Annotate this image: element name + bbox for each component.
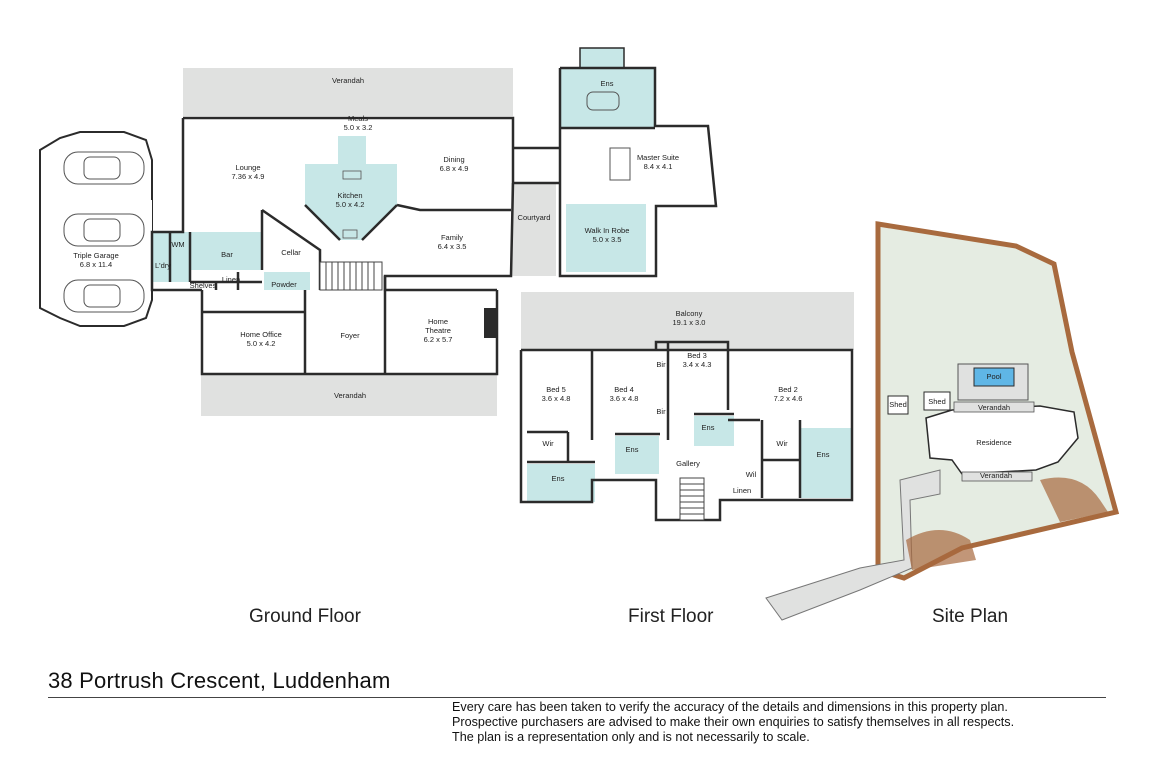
kitchen-appliance-icons [342, 170, 362, 239]
room-label-ens-master: Ens [601, 79, 614, 88]
room-label-shed1: Shed [889, 400, 907, 409]
room-label-verandah-top: Verandah [332, 76, 364, 85]
footer-divider [48, 697, 1106, 698]
room-label-bar: Bar [221, 250, 233, 259]
garden-bed [906, 530, 976, 570]
ensuite-4-area [615, 436, 659, 474]
master-ensuite-area [560, 68, 655, 128]
room-label-wil: Wil [746, 470, 757, 479]
room-label-wir5: Wir [542, 439, 554, 448]
garden-bed-right [1040, 477, 1108, 522]
room-label-ens3: Ens [702, 423, 715, 432]
driveway [765, 469, 941, 621]
room-label-pool: Pool [986, 372, 1001, 381]
room-label-shed2: Shed [928, 397, 946, 406]
room-label-linen2: Linen [733, 486, 751, 495]
room-label-verandah-bottom: Verandah [334, 391, 366, 400]
room-label-ver-site-bottom: Verandah [980, 471, 1012, 480]
room-label-ens4: Ens [626, 445, 639, 454]
pool-shape [973, 367, 1015, 387]
courtyard-area [511, 183, 556, 276]
room-label-ldry: L'dry [155, 261, 171, 270]
master-walls [513, 66, 718, 278]
ensuite-3-area [694, 416, 734, 446]
verandah-top-area [183, 68, 513, 116]
car-icons [63, 151, 145, 313]
master-fixtures [586, 91, 631, 181]
room-label-ver-site-top: Verandah [978, 403, 1010, 412]
ground-walls [150, 116, 515, 376]
room-label-residence: Residence [976, 438, 1011, 447]
room-label-ens5: Ens [552, 474, 565, 483]
room-label-ens2: Ens [817, 450, 830, 459]
room-label-shelves: Shelves [190, 281, 217, 290]
disclaimer-text: Every care has been taken to verify the … [452, 700, 1014, 745]
disclaimer-line: Prospective purchasers are advised to ma… [452, 715, 1015, 729]
room-label-wir2: Wir [776, 439, 788, 448]
first-floor-plan [519, 292, 854, 522]
shed-1 [887, 395, 909, 415]
room-label-bir1: Bir [656, 360, 666, 369]
room-label-bir2: Bir [656, 407, 666, 416]
ensuite-5-area [527, 464, 595, 502]
ground-stairs [319, 261, 383, 291]
room-label-cellar: Cellar [281, 248, 301, 257]
property-boundary [875, 221, 1120, 581]
first-floor-walls [519, 340, 854, 522]
master-window-box [579, 47, 625, 69]
site-verandah-bottom [961, 471, 1033, 482]
room-label-gallery: Gallery [676, 459, 700, 468]
verandah-bottom-area [201, 374, 497, 416]
fireplace-icon [484, 308, 496, 338]
walk-in-robe-area [566, 204, 646, 272]
balcony-area [521, 292, 854, 350]
powder-area [264, 272, 310, 290]
property-address: 38 Portrush Crescent, Luddenham [48, 668, 391, 693]
room-label-wm: WM [171, 240, 184, 249]
room-label-foyer: Foyer [340, 331, 360, 340]
shed-2 [923, 391, 951, 411]
kitchen-area [305, 164, 397, 240]
garage-outline [39, 131, 153, 327]
kitchen-rangehood [338, 136, 366, 164]
ensuite-2-area [800, 428, 852, 498]
first-floor-stairs [679, 477, 705, 521]
first-floor-caption: First Floor [628, 606, 714, 627]
site-plan-caption: Site Plan [932, 606, 1009, 627]
disclaimer-line: Every care has been taken to verify the … [452, 700, 1008, 714]
site-verandah-top [953, 401, 1035, 413]
bar-area [190, 232, 262, 270]
disclaimer-line: The plan is a representation only and is… [452, 730, 810, 744]
ground-floor-plan [39, 68, 556, 416]
site-plan-drawing [765, 221, 1120, 621]
room-label-linen: Linen [222, 275, 240, 284]
room-label-courtyard: Courtyard [518, 213, 551, 222]
room-label-powder: Powder [271, 280, 297, 289]
ground-floor-caption: Ground Floor [249, 606, 361, 627]
master-wing-plan [513, 47, 718, 278]
